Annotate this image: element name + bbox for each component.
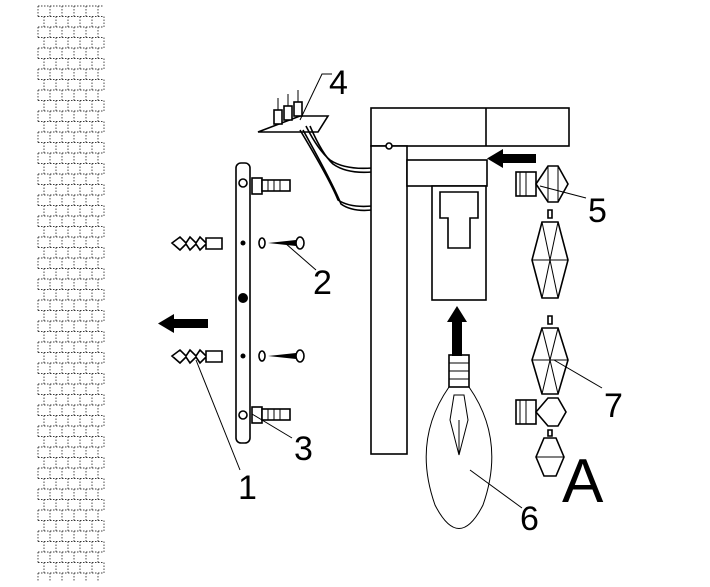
candle-bulb <box>425 354 493 529</box>
view-label: A <box>562 447 604 516</box>
callout-1: 1 <box>238 469 257 507</box>
arrow-left-icon <box>158 314 208 333</box>
callout-3: 3 <box>294 430 313 468</box>
crystal-drop-upper <box>531 209 569 299</box>
terminal-block <box>257 90 330 133</box>
screw-top <box>258 236 305 250</box>
mounting-plate <box>235 162 251 444</box>
crystal-drop-small <box>535 429 565 477</box>
callout-5: 5 <box>588 192 607 230</box>
bolt-bottom <box>251 406 291 424</box>
arrow-up-icon <box>447 306 467 356</box>
crystal-knob-top <box>515 165 569 203</box>
callout-4: 4 <box>329 64 348 102</box>
lamp-body <box>370 107 570 455</box>
callout-2: 2 <box>313 264 332 302</box>
arrow-left-top-icon <box>487 149 536 168</box>
screw-bottom <box>258 349 305 363</box>
callout-6: 6 <box>520 500 539 538</box>
wall-anchor-bottom <box>170 348 223 365</box>
bulb-socket <box>431 185 487 301</box>
wires <box>299 125 373 212</box>
wall-anchor-top <box>170 235 223 252</box>
bolt-top <box>251 177 291 195</box>
crystal-drop-lower <box>531 315 569 395</box>
crystal-knob-bottom <box>515 397 567 427</box>
leader-lines <box>195 73 603 509</box>
callout-7: 7 <box>604 387 623 425</box>
wall <box>37 5 105 584</box>
